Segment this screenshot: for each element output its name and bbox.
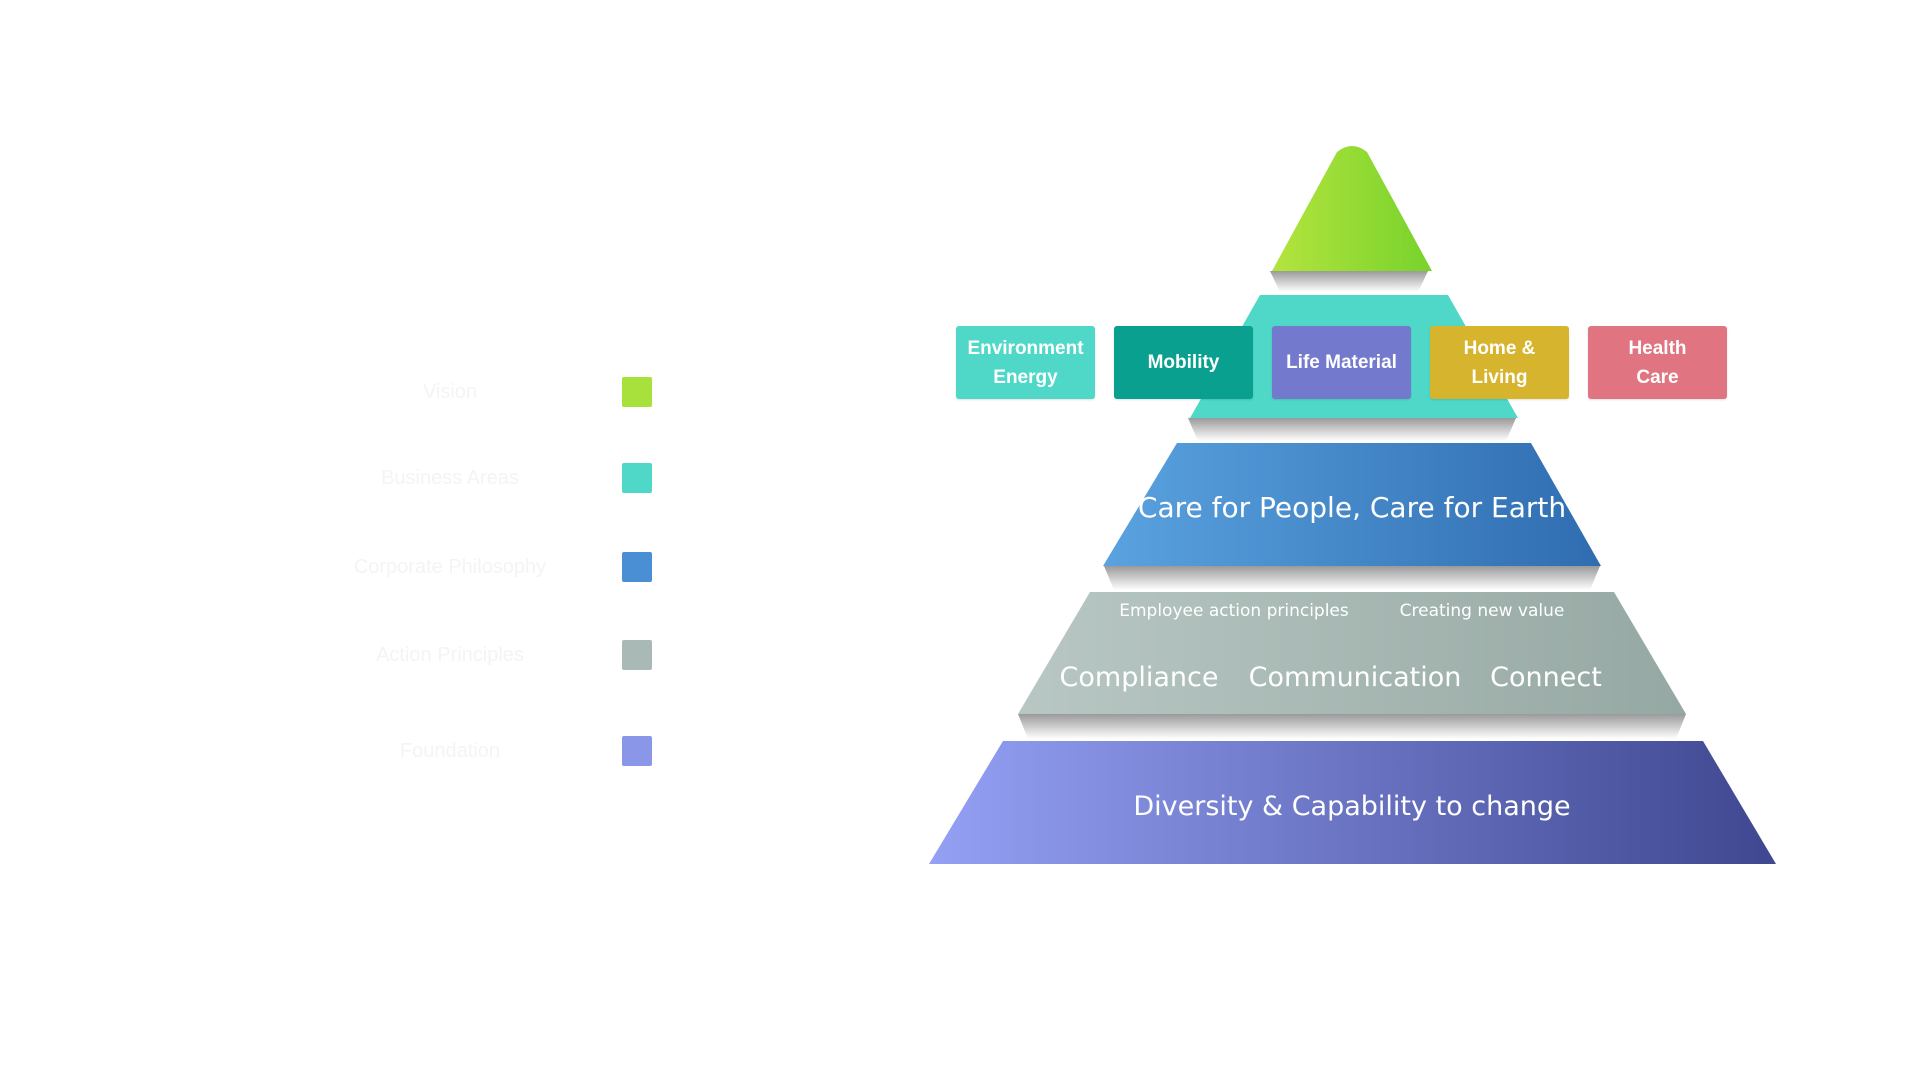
legend-row-vision: Vision	[300, 376, 660, 408]
legend-swatch-gray	[622, 640, 652, 670]
tier-shadow	[1104, 566, 1600, 590]
legend-swatch-periwinkle	[622, 736, 652, 766]
tag-mobility: Mobility	[1114, 326, 1253, 399]
legend-swatch-green	[622, 377, 652, 407]
tier-shadow	[1270, 271, 1428, 292]
pyramid-tier-principles	[1018, 592, 1686, 714]
legend-row-philosophy: Corporate Philosophy	[300, 551, 660, 583]
tier-principles-word: Compliance	[1060, 662, 1219, 693]
tag-life-material: Life Material	[1272, 326, 1411, 399]
legend-row-business: Business Areas	[300, 462, 660, 494]
legend-label: Corporate Philosophy	[353, 556, 547, 578]
tier-philosophy-text: Care for People, Care for Earth	[1138, 491, 1566, 524]
tag-environment-energy: Environment Energy	[956, 326, 1095, 399]
tier-shadow	[1018, 714, 1686, 739]
legend-swatch-teal	[622, 463, 652, 493]
tier-principles-caption-right: Creating new value	[1400, 601, 1565, 621]
pyramid-tier-apex	[1272, 146, 1432, 271]
tier-principles-word: Communication	[1249, 662, 1462, 693]
legend-label: Action Principles	[376, 644, 524, 666]
pyramid-tier-philosophy	[1103, 443, 1601, 566]
tag-health-care: Health Care	[1588, 326, 1727, 399]
legend-label: Business Areas	[381, 467, 519, 489]
tier-principles-word: Connect	[1490, 662, 1602, 693]
legend-row-foundation: Foundation	[300, 735, 660, 767]
tier-principles-caption-left: Employee action principles	[1119, 601, 1349, 621]
tag-home-living: Home & Living	[1430, 326, 1569, 399]
tier-shadow	[1188, 418, 1516, 441]
legend-row-principles: Action Principles	[300, 639, 660, 671]
tier-foundation-text: Diversity & Capability to change	[1133, 791, 1570, 822]
pyramid-tier-foundation	[929, 741, 1776, 864]
legend-label: Foundation	[399, 740, 501, 762]
legend-swatch-blue	[622, 552, 652, 582]
legend-label: Vision	[422, 381, 478, 403]
